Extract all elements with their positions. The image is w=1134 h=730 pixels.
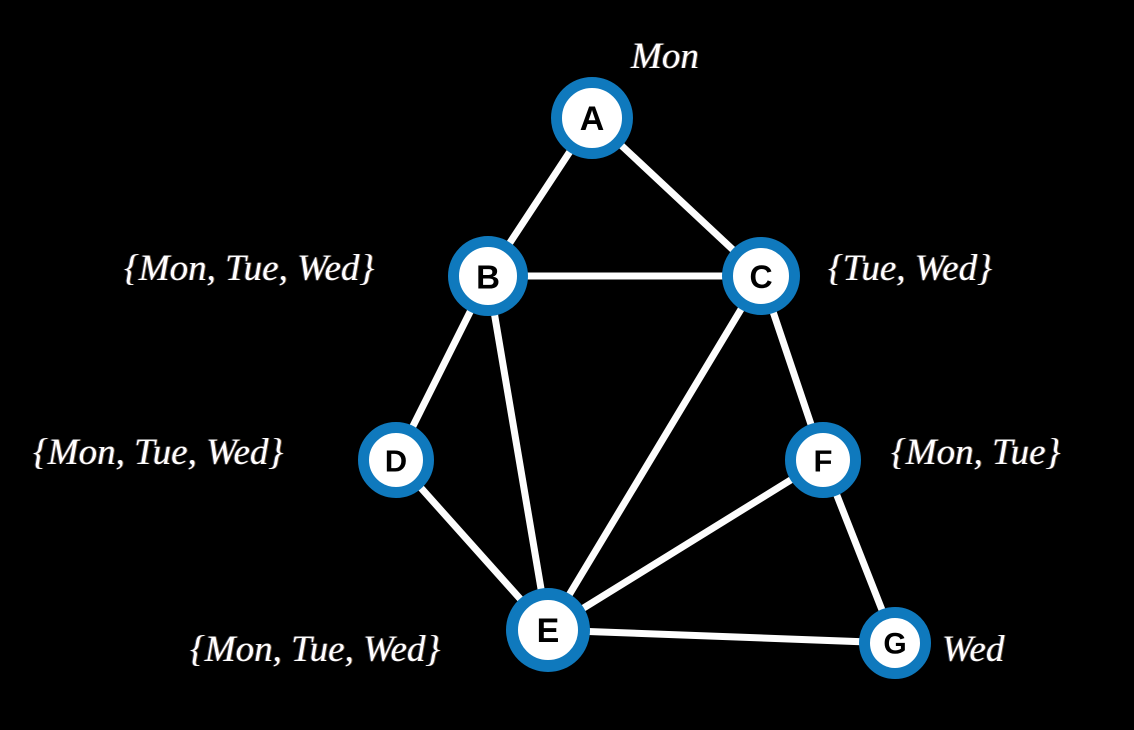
nodes-layer: A B C D E F G (358, 77, 931, 679)
graph-node-g[interactable]: G (859, 607, 931, 679)
node-letter-d: D (385, 444, 407, 479)
node-letter-e: E (537, 612, 560, 650)
node-circle-a (551, 77, 633, 159)
node-letter-b: B (476, 259, 500, 296)
node-circle-d (358, 422, 434, 498)
node-letter-a: A (580, 100, 605, 138)
graph-node-b[interactable]: B (448, 236, 528, 316)
domain-label-c: {Tue, Wed} (828, 248, 992, 289)
node-letter-c: C (749, 259, 772, 295)
graph-node-e[interactable]: E (506, 588, 590, 672)
domain-label-f: {Mon, Tue} (891, 432, 1061, 473)
node-letter-f: F (814, 444, 833, 479)
domain-label-a: Mon (631, 36, 699, 77)
edges-layer (392, 115, 899, 647)
node-circle-g (859, 607, 931, 679)
domain-label-b: {Mon, Tue, Wed} (124, 248, 375, 289)
domain-label-e: {Mon, Tue, Wed} (190, 629, 441, 670)
node-circle-e (506, 588, 590, 672)
graph-node-f[interactable]: F (785, 422, 861, 498)
graph-edge-c-e (545, 274, 764, 632)
graph-edge-e-g (547, 626, 896, 647)
graph-node-a[interactable]: A (551, 77, 633, 159)
domain-label-g: Wed (942, 629, 1005, 670)
node-letter-g: G (883, 628, 906, 661)
node-circle-b (448, 236, 528, 316)
graph-edge-b-e (484, 275, 552, 631)
graph-edge-e-f (546, 457, 825, 633)
domain-label-d: {Mon, Tue, Wed} (33, 432, 284, 473)
node-circle-f (785, 422, 861, 498)
graph-node-c[interactable]: C (722, 237, 800, 315)
node-circle-c (722, 237, 800, 315)
graph-node-d[interactable]: D (358, 422, 434, 498)
